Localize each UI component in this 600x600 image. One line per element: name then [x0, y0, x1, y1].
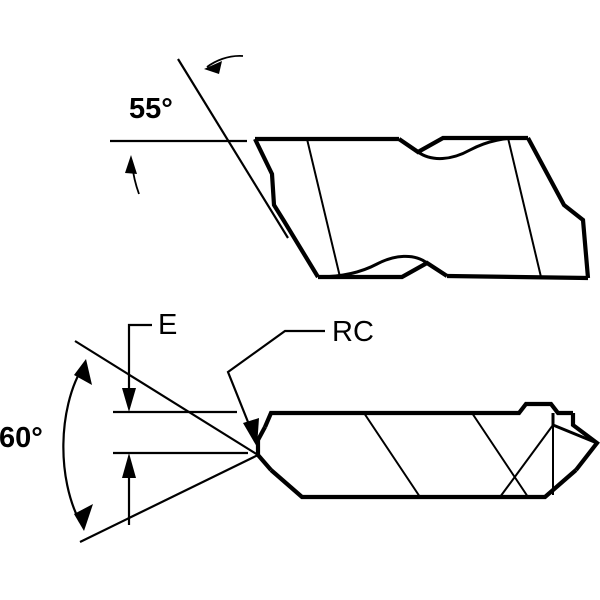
lower-left-chamfer: [269, 468, 350, 500]
dimension-e-label: E: [158, 309, 177, 341]
callout-rc-label: RC: [332, 316, 374, 348]
top-edge-notch: [397, 135, 528, 155]
angle-60-leg-lower: [79, 454, 259, 543]
bottom-notch-curve: [317, 254, 428, 279]
lower-groove-line-2: [471, 412, 529, 498]
bottom-edge-right: [446, 273, 589, 281]
rc-leader-line: [226, 329, 325, 433]
right-end-profile: [526, 137, 591, 279]
front-view-group: 60° E RC: [0, 309, 600, 543]
lower-tip-step: [255, 426, 273, 472]
angle-60-label: 60°: [0, 422, 43, 454]
top-view-group: 55°: [110, 55, 591, 281]
angle-arrowhead-bottom: [125, 155, 137, 174]
angle-60-arrowhead-upper: [74, 359, 92, 385]
e-leader-line: [127, 323, 152, 401]
angle-leg-line-55: [177, 58, 289, 239]
lower-bottom-edge: [350, 468, 578, 500]
angle-60-leg-upper: [74, 340, 259, 456]
angle-60-arrowhead-lower: [74, 504, 93, 531]
internal-groove-line-1: [306, 138, 341, 278]
angle-leader-curve-top: [206, 55, 244, 68]
bottom-edge-notch: [318, 260, 449, 280]
e-arrowhead-lower: [122, 453, 136, 478]
rc-arrowhead: [243, 418, 259, 447]
lower-top-edge: [263, 401, 573, 428]
angle-60-arc: [62, 367, 83, 523]
angle-arrowhead-top: [204, 61, 222, 74]
internal-groove-line-2: [507, 137, 542, 278]
lower-groove-line-1: [363, 412, 421, 498]
lower-right-nose-bevel: [499, 424, 554, 498]
lower-right-nose: [570, 413, 600, 472]
e-arrowhead-upper: [122, 388, 136, 412]
left-end-profile: [253, 138, 320, 279]
angle-55-label: 55°: [129, 93, 173, 125]
